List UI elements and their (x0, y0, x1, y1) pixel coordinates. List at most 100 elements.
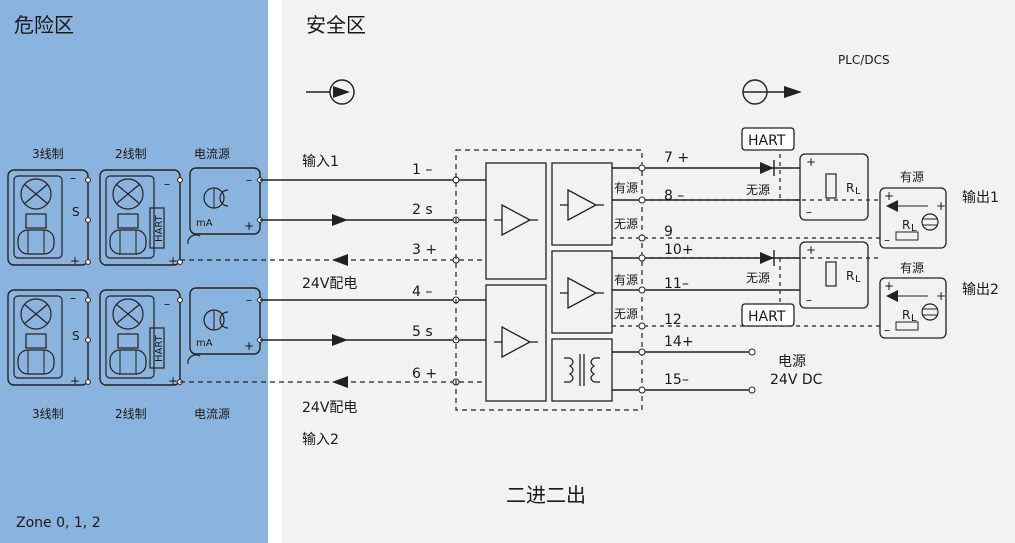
output-2-label: 输出2 (962, 282, 999, 298)
output-direction-icon (742, 79, 802, 105)
svg-text:HART: HART (748, 133, 786, 149)
3-wire-transmitter-ch1: – S + (7, 169, 91, 268)
svg-text:+: + (884, 189, 894, 203)
isolator-module (455, 149, 643, 411)
passive-hart-label-ch2: 无源 (746, 271, 770, 285)
loop-arrow-icon (187, 354, 201, 365)
active-receiver-ch2: + – + R L (879, 277, 947, 339)
passive-hart-label-ch1: 无源 (746, 183, 770, 197)
passive-load-ch2: + – R L (799, 241, 869, 309)
svg-text:11–: 11– (664, 276, 689, 292)
power-block (551, 338, 613, 402)
2-wire-transmitter-ch1: HART – + (99, 169, 183, 268)
svg-text:9: 9 (664, 224, 673, 240)
power-supply-value: 24V DC (770, 372, 823, 388)
safe-zone (282, 0, 1015, 543)
passive-load-ch1: + – R L (799, 153, 869, 221)
svg-text:6 +: 6 + (412, 366, 437, 382)
svg-text:–: – (164, 297, 170, 311)
svg-text:L: L (855, 274, 861, 285)
svg-text:+: + (244, 219, 254, 233)
svg-text:–: – (806, 205, 812, 219)
power-2-label: 24V配电 (302, 400, 357, 416)
svg-text:10+: 10+ (664, 242, 694, 258)
svg-text:R: R (902, 308, 910, 322)
active-label-ch2: 有源 (614, 273, 638, 287)
svg-text:L: L (911, 313, 917, 324)
hazard-zone-title: 危险区 (14, 13, 74, 37)
svg-text:+: + (936, 289, 946, 303)
svg-text:–: – (884, 323, 890, 337)
svg-text:7 +: 7 + (664, 150, 689, 166)
safe-zone-title: 安全区 (306, 13, 366, 37)
input-block-ch2 (485, 284, 547, 402)
output-block-ch2 (551, 250, 613, 334)
svg-text:8 –: 8 – (664, 188, 684, 204)
signal-arrow-icon (332, 334, 348, 346)
hart-box-ch1: HART (741, 127, 795, 151)
svg-text:–: – (246, 293, 252, 307)
svg-text:14+: 14+ (664, 334, 694, 350)
passive-label-ch2: 无源 (614, 307, 638, 321)
hart-box-ch2: HART (741, 303, 795, 327)
label-source-ch2: 电流源 (194, 407, 230, 421)
label-2-wire-ch1: 2线制 (115, 147, 147, 161)
svg-text:+: + (244, 339, 254, 353)
svg-text:–: – (884, 233, 890, 247)
3-wire-transmitter-ch2: – S + (7, 289, 91, 388)
svg-text:–: – (806, 293, 812, 307)
output-arrow-icon (760, 162, 774, 174)
loop-arrow-icon (187, 234, 201, 245)
passive-label-ch1: 无源 (614, 217, 638, 231)
svg-text:+: + (936, 199, 946, 213)
svg-text:S: S (72, 329, 80, 343)
svg-text:4 –: 4 – (412, 284, 432, 300)
svg-text:R: R (902, 218, 910, 232)
input-1-label: 输入1 (302, 154, 339, 170)
power-supply-label: 电源 (778, 354, 806, 370)
svg-text:5 s: 5 s (412, 324, 433, 340)
transformer-icon (564, 354, 600, 386)
output-terminals (638, 164, 756, 394)
current-source-ch2: mA – + (189, 287, 263, 355)
svg-text:+: + (168, 374, 178, 388)
input-block-ch1 (485, 162, 547, 280)
zone-divider (268, 0, 282, 543)
amplifier-icon (494, 188, 604, 359)
svg-text:–: – (246, 173, 252, 187)
power-arrow-icon (332, 254, 348, 266)
active-receiver-label-ch1: 有源 (900, 170, 924, 184)
svg-text:+: + (884, 279, 894, 293)
svg-text:+: + (168, 254, 178, 268)
svg-text:R: R (846, 181, 854, 195)
svg-text:HART: HART (154, 334, 165, 362)
svg-text:mA: mA (196, 338, 213, 349)
label-3-wire-ch2: 3线制 (32, 407, 64, 421)
svg-text:–: – (70, 171, 76, 185)
output-1-label: 输出1 (962, 190, 999, 206)
svg-text:–: – (70, 291, 76, 305)
signal-arrow-icon (332, 214, 348, 226)
svg-text:+: + (70, 254, 80, 268)
active-label-ch1: 有源 (614, 181, 638, 195)
output-dashed-wires (612, 154, 880, 327)
label-2-wire-ch2: 2线制 (115, 407, 147, 421)
svg-text:+: + (70, 374, 80, 388)
active-receiver-ch1: + – + R L (879, 187, 947, 249)
label-3-wire-ch1: 3线制 (32, 147, 64, 161)
diagram-title: 二进二出 (506, 483, 586, 507)
output-block-ch1 (551, 162, 613, 246)
svg-text:HART: HART (748, 309, 786, 325)
svg-text:12: 12 (664, 312, 682, 328)
current-source-ch1: mA – + (189, 167, 263, 235)
svg-text:L: L (911, 223, 917, 234)
2-wire-transmitter-ch2: HART – + (99, 289, 183, 388)
input-wires (260, 179, 486, 341)
svg-text:3 +: 3 + (412, 242, 437, 258)
output-terminal-labels: 7 + 8 – 9 10+ 11– 12 14+ 15– (664, 150, 694, 388)
svg-text:+: + (806, 243, 816, 257)
svg-text:S: S (72, 205, 80, 219)
power-arrow-icon (332, 376, 348, 388)
